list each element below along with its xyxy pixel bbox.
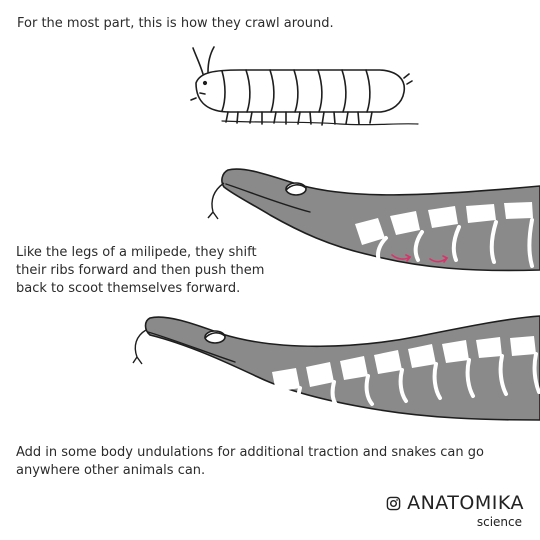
caption-ribs: Like the legs of a milipede, they shift … — [16, 245, 265, 296]
instagram-icon — [386, 496, 401, 510]
caption-undulation: Add in some body undulations for additio… — [16, 445, 484, 478]
caption-crawl: For the most part, this is how they craw… — [17, 16, 334, 31]
brand-signature: ANATOMIKA science — [386, 492, 524, 529]
brand-name: ANATOMIKA — [407, 492, 524, 514]
brand-subtitle: science — [476, 515, 522, 529]
